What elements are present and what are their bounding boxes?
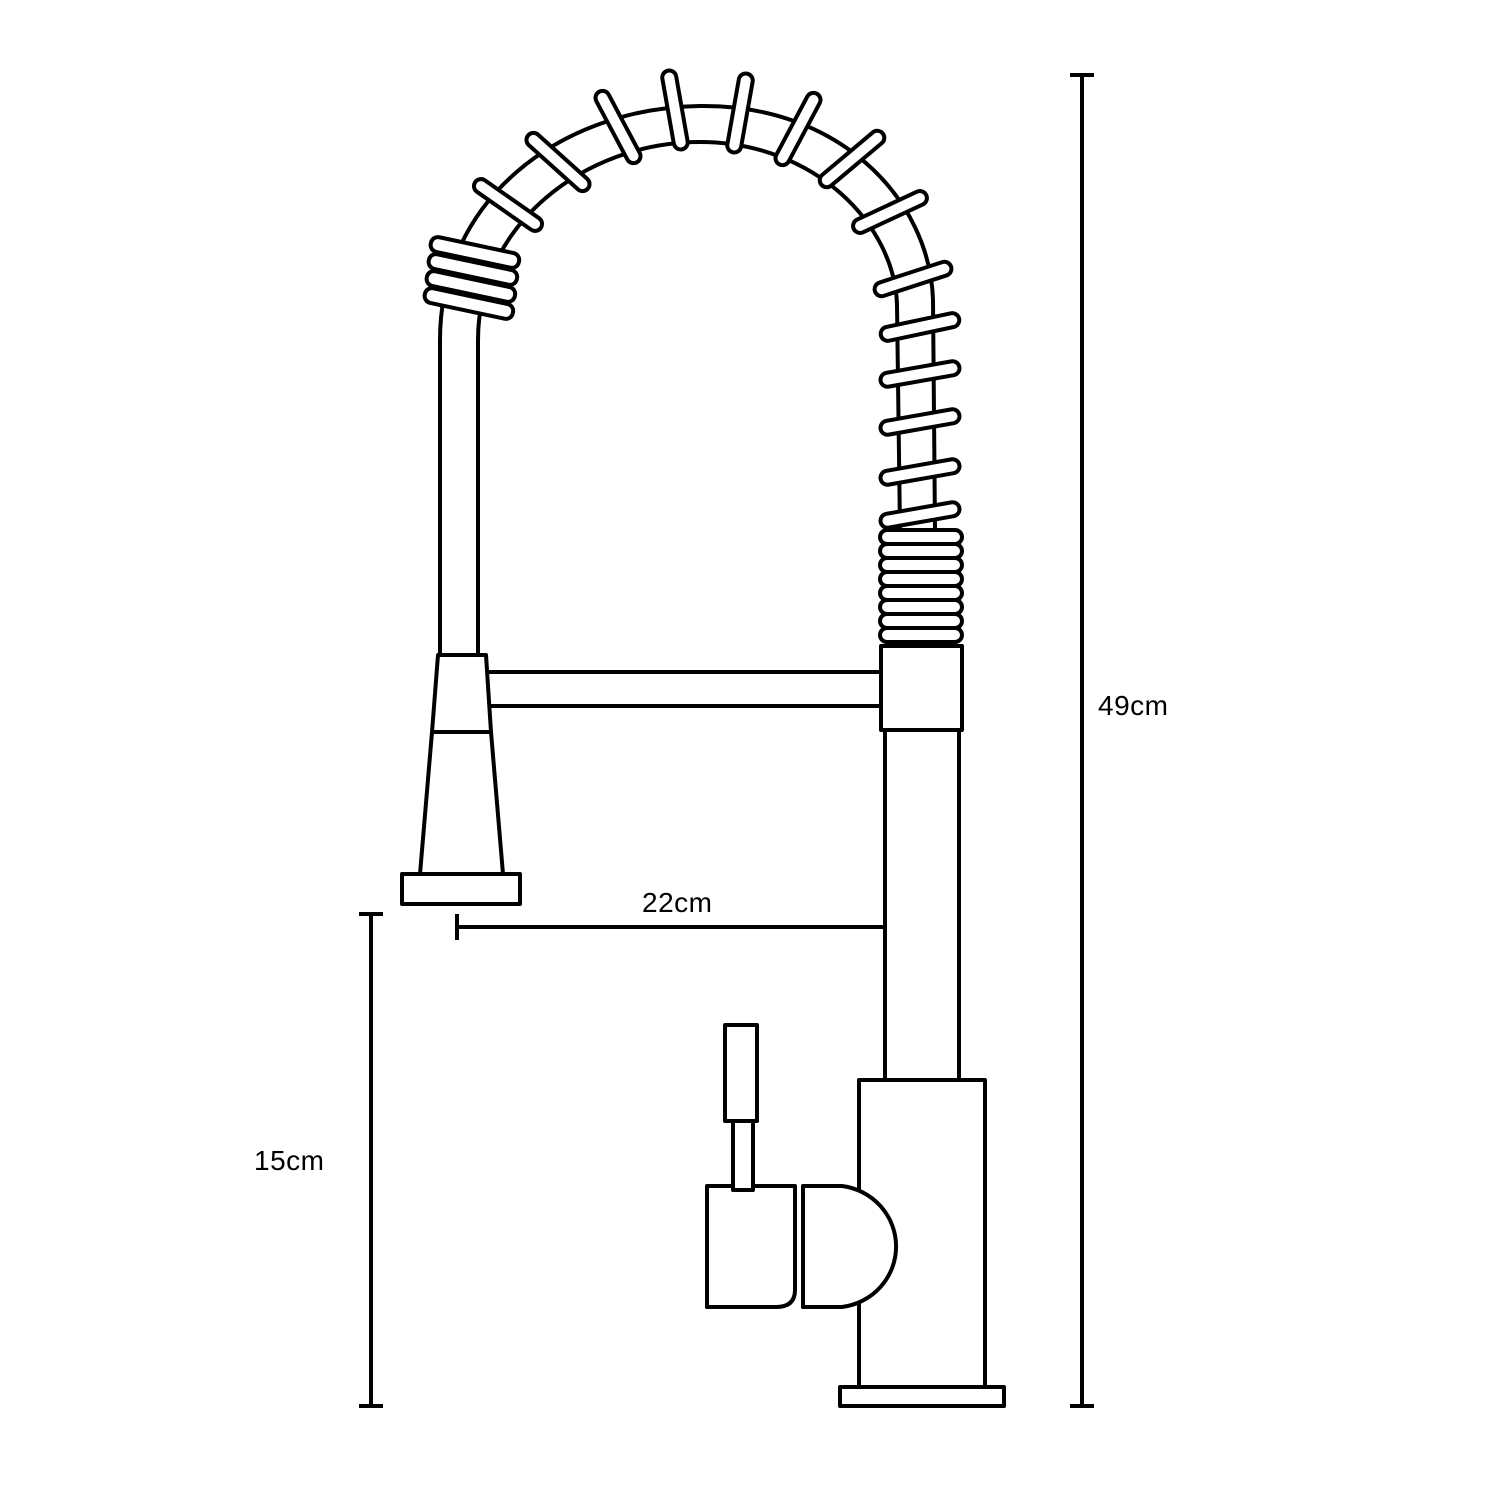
spray-head-lower bbox=[418, 730, 505, 876]
handle-cap bbox=[801, 1184, 899, 1309]
handle-lever-grip bbox=[723, 1023, 759, 1123]
handle-base bbox=[705, 1184, 797, 1309]
height-dimension-line bbox=[1070, 73, 1094, 1408]
reach-dimension-label: 22cm bbox=[642, 887, 713, 918]
riser-pipe bbox=[883, 726, 961, 1082]
base-plate bbox=[838, 1385, 1006, 1408]
spring-coil-hose bbox=[422, 68, 964, 657]
connector-sleeve bbox=[879, 644, 964, 732]
spray-nozzle bbox=[400, 872, 522, 906]
reach-dimension-line bbox=[455, 914, 923, 940]
clearance-dimension-label: 15cm bbox=[254, 1145, 325, 1176]
handle-assembly bbox=[705, 1023, 899, 1309]
hose-ring-bands bbox=[422, 235, 522, 321]
spray-head-upper bbox=[430, 653, 493, 734]
support-arm bbox=[484, 670, 884, 708]
spring-coils bbox=[471, 68, 962, 530]
spray-head bbox=[400, 653, 522, 906]
ribbed-collar bbox=[878, 528, 964, 644]
height-dimension-label: 49cm bbox=[1098, 690, 1169, 721]
handle-lever-stem bbox=[731, 1116, 755, 1192]
clearance-dimension-line bbox=[359, 912, 383, 1408]
